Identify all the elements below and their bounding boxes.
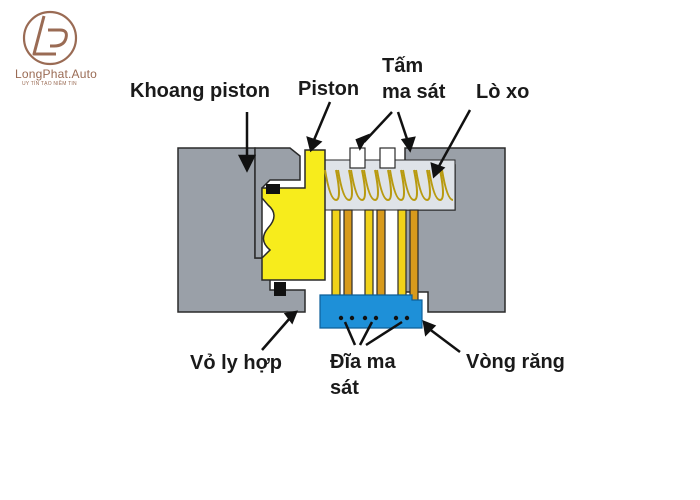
clutch-housing-arrowhead (283, 310, 299, 325)
label-friction-disc-line1: Đĩa ma (330, 351, 396, 373)
piston-arrow (312, 101, 332, 141)
piston-chamber (254, 147, 301, 259)
ring-gear-arrowhead (422, 320, 437, 337)
clutch-housing-arrow (261, 317, 291, 351)
label-friction-disc-line2: sát (330, 377, 359, 399)
friction-plate-top (349, 147, 366, 169)
spring-arrowhead (430, 162, 446, 179)
seal (266, 184, 280, 194)
piston-arrowhead (306, 136, 323, 153)
label-piston: Piston (298, 78, 360, 100)
friction-plate-arrowhead (355, 133, 370, 151)
friction-disc-arrow (343, 321, 357, 346)
spring (324, 169, 454, 202)
label-clutch-housing: Vỏ ly hợp (190, 352, 283, 374)
logo-mark (22, 10, 78, 66)
label-piston-chamber: Khoang piston (130, 80, 270, 102)
friction-plate-arrowhead (400, 136, 416, 153)
ring-gear-arrow (427, 327, 461, 353)
piston-chamber-arrowhead (237, 154, 257, 173)
friction-disc-arrow (365, 320, 403, 347)
friction-plate-arrow (396, 111, 410, 143)
friction-discs (331, 209, 419, 309)
piston (261, 149, 326, 281)
spring-arrow (436, 109, 472, 169)
label-ring-gear: Vòng răng (466, 351, 565, 373)
logo-tagline: UY TÍN TẠO NIỀM TIN (22, 81, 77, 87)
friction-plate-top (379, 147, 396, 169)
friction-disc-arrow (358, 321, 374, 346)
label-spring: Lò xo (476, 81, 530, 103)
friction-plate-arrow (363, 111, 393, 143)
seal (274, 282, 286, 296)
logo-name: LongPhat.Auto (15, 67, 98, 81)
label-friction-plate-line1: Tấm (382, 55, 424, 77)
label-friction-plate-line2: ma sát (382, 81, 446, 103)
ring-gear-teeth (338, 315, 410, 321)
